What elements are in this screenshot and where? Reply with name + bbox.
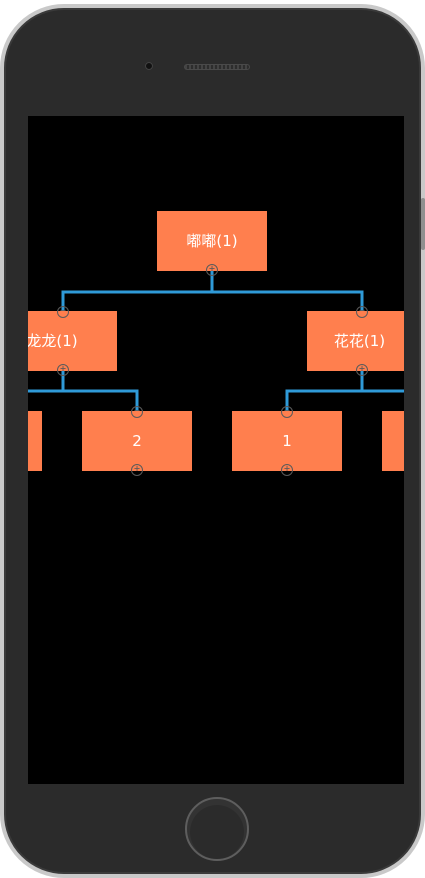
org-node-left-child[interactable]: 龙龙(1)	[28, 311, 117, 371]
side-button[interactable]	[421, 198, 425, 250]
org-node-leaf-left[interactable]: 2	[82, 411, 192, 471]
phone-frame: 嘟嘟(1) 龙龙(1) 花花(1) 2 1	[0, 4, 425, 878]
app-screen: 嘟嘟(1) 龙龙(1) 花花(1) 2 1	[28, 116, 404, 784]
front-camera	[145, 62, 153, 70]
minus-circle-icon[interactable]	[57, 306, 69, 318]
minus-circle-icon[interactable]	[281, 406, 293, 418]
minus-circle-icon[interactable]	[356, 306, 368, 318]
connector-right-to-leaves	[285, 368, 404, 414]
org-node-leaf-left-label: 2	[132, 431, 142, 450]
org-node-root-label: 嘟嘟(1)	[186, 231, 238, 250]
plus-circle-icon[interactable]	[131, 464, 143, 476]
connector-root-to-children	[61, 268, 364, 314]
home-button[interactable]	[185, 797, 249, 861]
earpiece-speaker	[184, 64, 250, 70]
plus-circle-icon[interactable]	[281, 464, 293, 476]
org-node-leaf-left-partial[interactable]	[28, 411, 42, 471]
connector-left-to-leaves	[28, 368, 139, 414]
org-node-leaf-right[interactable]: 1	[232, 411, 342, 471]
org-node-root[interactable]: 嘟嘟(1)	[157, 211, 267, 271]
org-node-left-child-label: 龙龙(1)	[28, 331, 78, 350]
org-node-right-child-label: 花花(1)	[333, 331, 386, 350]
org-node-right-child[interactable]: 花花(1)	[307, 311, 404, 371]
plus-circle-icon[interactable]	[57, 364, 69, 376]
plus-circle-icon[interactable]	[356, 364, 368, 376]
org-node-leaf-right-partial[interactable]	[382, 411, 404, 471]
org-node-leaf-right-label: 1	[282, 431, 292, 450]
minus-circle-icon[interactable]	[131, 406, 143, 418]
plus-circle-icon[interactable]	[206, 264, 218, 276]
